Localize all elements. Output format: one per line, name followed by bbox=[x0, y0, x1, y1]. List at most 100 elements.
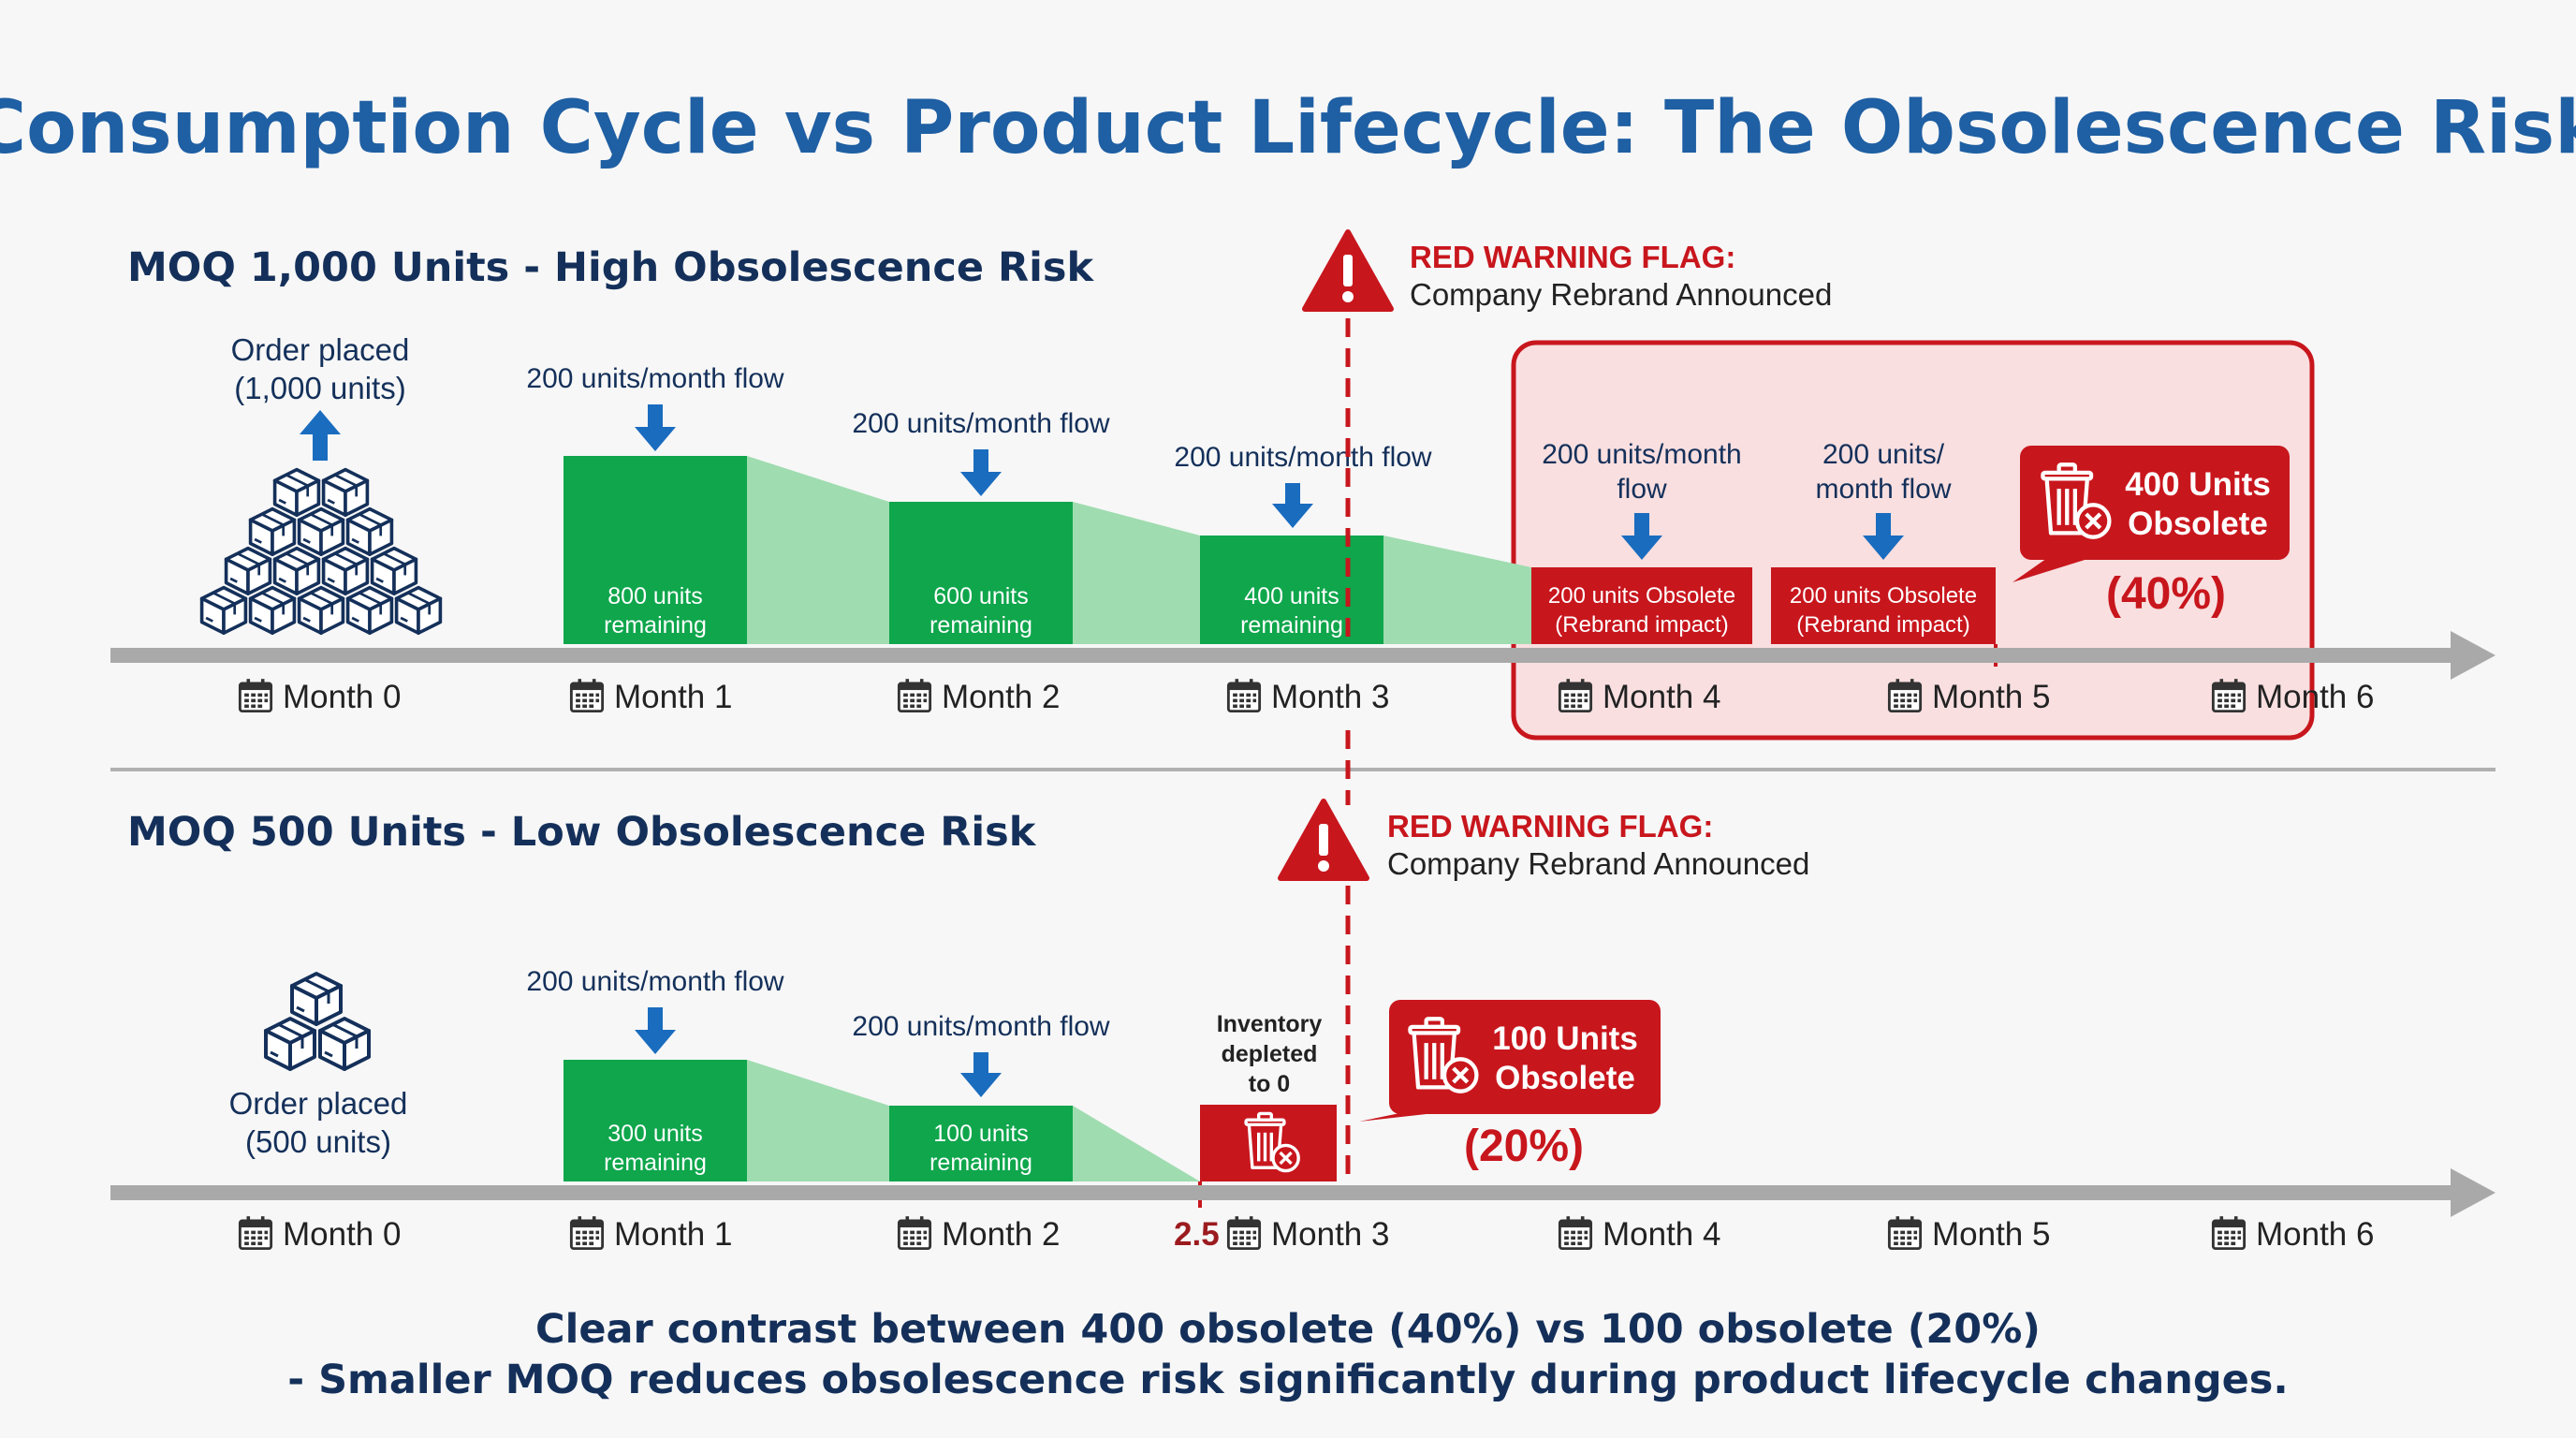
svg-text:Month 3: Month 3 bbox=[1271, 1216, 1389, 1253]
footer-line-1: Clear contrast between 400 obsolete (40%… bbox=[535, 1306, 2041, 1353]
month-label: Month 0 bbox=[238, 678, 401, 715]
bottom-depleted-label: depleted bbox=[1222, 1041, 1318, 1067]
month-label: Month 0 bbox=[238, 1215, 401, 1253]
top-obsolete-percent: (40%) bbox=[2106, 569, 2226, 619]
calendar-icon bbox=[238, 1215, 273, 1251]
page-title: Consumption Cycle vs Product Lifecycle: … bbox=[0, 86, 2576, 170]
bottom-timeline-arrowhead bbox=[2451, 1168, 2496, 1217]
top-obsolete-box-label: 200 units Obsolete bbox=[1790, 583, 1977, 609]
down-arrow-icon bbox=[1621, 513, 1662, 560]
warning-icon bbox=[1281, 801, 1367, 878]
top-bar-1-label: remaining bbox=[604, 612, 707, 638]
top-bar-3-label: 400 units bbox=[1244, 583, 1339, 609]
bottom-depleted-label: Inventory bbox=[1217, 1011, 1323, 1037]
bottom-warning-subtitle: Company Rebrand Announced bbox=[1387, 846, 1809, 881]
month-label: Month 4 bbox=[1558, 678, 1720, 715]
top-flow-label-2: 200 units/month flow bbox=[852, 408, 1109, 439]
svg-text:Month 3: Month 3 bbox=[1271, 679, 1389, 715]
bottom-taper-group bbox=[747, 1060, 1200, 1181]
calendar-icon bbox=[2211, 1215, 2247, 1251]
top-order-label: Order placed bbox=[231, 332, 410, 367]
top-obsolete-box-month-4 bbox=[1531, 567, 1752, 644]
depleted-marker-label: 2.5 bbox=[1174, 1216, 1220, 1253]
footer-line-2: - Smaller MOQ reduces obsolescence risk … bbox=[287, 1357, 2288, 1403]
top-obsolete-box-label: 200 units Obsolete bbox=[1548, 583, 1735, 609]
bottom-taper bbox=[1073, 1106, 1200, 1181]
bottom-flow-label-2: 200 units/month flow bbox=[852, 1011, 1109, 1042]
calendar-icon bbox=[569, 678, 605, 713]
bottom-bar-2-label: remaining bbox=[929, 1150, 1032, 1176]
top-flow-label-4: flow bbox=[1617, 474, 1667, 505]
calendar-icon bbox=[238, 678, 273, 713]
calendar-icon bbox=[2211, 678, 2247, 713]
box-stack-icon bbox=[264, 972, 371, 1071]
svg-text:Month 4: Month 4 bbox=[1603, 1216, 1720, 1253]
bottom-bar-month-1 bbox=[564, 1060, 747, 1181]
top-taper bbox=[747, 456, 889, 644]
top-bar-month-2 bbox=[889, 502, 1073, 644]
svg-text:Month 1: Month 1 bbox=[614, 1216, 732, 1253]
svg-text:400 Units: 400 Units bbox=[2125, 466, 2271, 503]
month-label: Month 2 bbox=[897, 1215, 1060, 1253]
bottom-depleted-box bbox=[1200, 1105, 1337, 1181]
calendar-icon bbox=[1226, 678, 1262, 713]
svg-text:Month 0: Month 0 bbox=[283, 679, 401, 715]
month-label: Month 3 bbox=[1226, 1215, 1389, 1253]
bottom-bar-1-label: 300 units bbox=[607, 1121, 702, 1147]
month-label: Month 5 bbox=[1887, 678, 2050, 715]
svg-text:Obsolete: Obsolete bbox=[1495, 1060, 1635, 1096]
calendar-icon bbox=[1887, 678, 1923, 713]
bottom-bar-2-label: 100 units bbox=[933, 1121, 1028, 1147]
warning-icon bbox=[1305, 232, 1391, 309]
svg-text:100 Units: 100 Units bbox=[1492, 1020, 1638, 1057]
calendar-icon bbox=[1887, 1215, 1923, 1251]
bottom-order-label: (500 units) bbox=[245, 1124, 391, 1159]
top-obsolete-box-label: (Rebrand impact) bbox=[1796, 612, 1969, 638]
calendar-icon bbox=[897, 1215, 932, 1251]
bottom-taper bbox=[747, 1060, 889, 1181]
top-bar-1-label: 800 units bbox=[607, 583, 702, 609]
up-arrow-icon bbox=[300, 410, 341, 461]
calendar-icon bbox=[1226, 1215, 1262, 1251]
bottom-obsolete-percent: (20%) bbox=[1464, 1122, 1584, 1171]
month-label: Month 3 bbox=[1226, 678, 1389, 715]
top-month-labels: Month 0 Month 1 Month 2 Month 3 Month 4 … bbox=[238, 678, 2374, 715]
calendar-icon bbox=[897, 678, 932, 713]
top-bar-month-1 bbox=[564, 456, 747, 644]
bottom-section-heading: MOQ 500 Units - Low Obsolescence Risk bbox=[127, 809, 1037, 856]
down-arrow-icon bbox=[960, 449, 1002, 496]
box-stack-icon bbox=[199, 467, 443, 635]
top-obsolete-box-label: (Rebrand impact) bbox=[1555, 612, 1728, 638]
bottom-order-label: Order placed bbox=[229, 1086, 408, 1121]
top-warning-subtitle: Company Rebrand Announced bbox=[1410, 277, 1832, 312]
top-flow-label-5: 200 units/ bbox=[1822, 439, 1945, 470]
bottom-bar-month-2 bbox=[889, 1106, 1073, 1181]
bottom-month-labels: Month 0 Month 1 Month 2 Month 3 Month 4 … bbox=[238, 1215, 2374, 1253]
svg-text:Month 4: Month 4 bbox=[1603, 679, 1720, 715]
month-label: Month 2 bbox=[897, 678, 1060, 715]
down-arrow-icon bbox=[1863, 513, 1904, 560]
top-flow-label-1: 200 units/month flow bbox=[526, 363, 783, 394]
top-order-label: (1,000 units) bbox=[234, 371, 405, 405]
top-flow-label-4: 200 units/month bbox=[1542, 439, 1741, 470]
top-taper bbox=[1073, 502, 1200, 644]
top-obsolete-box-month-5 bbox=[1771, 567, 1996, 644]
down-arrow-icon bbox=[960, 1052, 1002, 1097]
top-taper bbox=[1383, 536, 1531, 644]
top-flow-label-3: 200 units/month flow bbox=[1174, 442, 1431, 473]
down-arrow-icon bbox=[635, 404, 676, 451]
month-label: Month 6 bbox=[2211, 1215, 2374, 1253]
top-bar-3-label: remaining bbox=[1240, 612, 1343, 638]
svg-text:Month 1: Month 1 bbox=[614, 679, 732, 715]
top-bar-month-3 bbox=[1200, 536, 1383, 644]
month-label: Month 6 bbox=[2211, 678, 2374, 715]
bottom-obsolete-callout: 100 Units Obsolete bbox=[1359, 1000, 1661, 1122]
calendar-icon bbox=[1558, 678, 1593, 713]
svg-text:Month 0: Month 0 bbox=[283, 1216, 401, 1253]
top-warning-title: RED WARNING FLAG: bbox=[1410, 240, 1735, 274]
month-label: Month 1 bbox=[569, 1215, 732, 1253]
top-section-heading: MOQ 1,000 Units - High Obsolescence Risk bbox=[127, 244, 1094, 291]
month-label: Month 1 bbox=[569, 678, 732, 715]
bottom-warning-title: RED WARNING FLAG: bbox=[1387, 809, 1713, 844]
